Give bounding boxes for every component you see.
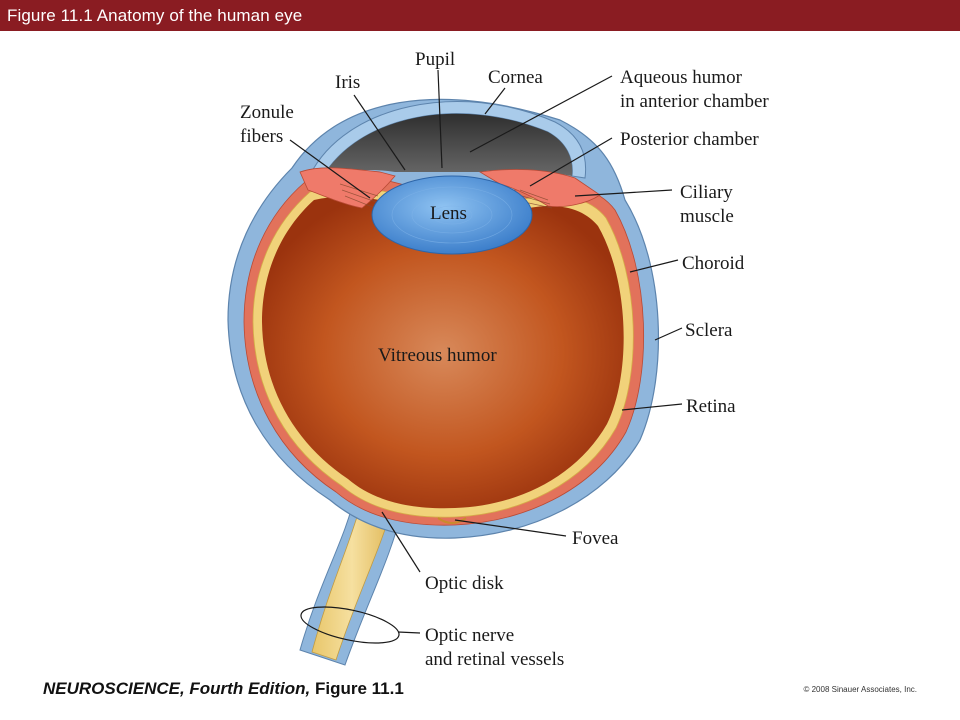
lens (371, 175, 533, 255)
label-ciliary-line1: Ciliary (680, 182, 733, 203)
label-sclera: Sclera (685, 320, 733, 341)
leader-lines (289, 69, 683, 644)
eye-diagram: Pupil Iris Cornea Zonule fibers Aqueous … (227, 49, 769, 670)
label-optic-nerve-line2: and retinal vessels (425, 649, 564, 670)
label-ciliary-line2: muscle (680, 206, 734, 227)
label-retina: Retina (686, 396, 736, 417)
anterior-chamber (322, 113, 573, 178)
optic-nerve (311, 499, 393, 661)
label-aqueous-line1: Aqueous humor (620, 67, 743, 88)
label-fovea: Fovea (572, 528, 619, 549)
label-zonule-line2: fibers (240, 126, 283, 147)
vitreous-humor (262, 196, 624, 509)
label-pupil: Pupil (415, 49, 455, 70)
label-zonule-line1: Zonule (240, 102, 294, 123)
label-cornea: Cornea (488, 67, 543, 88)
label-iris: Iris (335, 72, 360, 93)
label-aqueous-line2: in anterior chamber (620, 91, 769, 112)
footer-book: NEUROSCIENCE, Fourth Edition, (43, 679, 315, 698)
label-lens: Lens (430, 203, 467, 224)
ciliary-body-left (299, 167, 396, 209)
label-posterior-chamber: Posterior chamber (620, 129, 759, 150)
footer-citation: NEUROSCIENCE, Fourth Edition, Figure 11.… (43, 679, 404, 699)
label-vitreous-humor: Vitreous humor (378, 345, 497, 366)
footer-figure: Figure 11.1 (315, 679, 404, 698)
label-optic-nerve-line1: Optic nerve (425, 625, 514, 646)
ciliary-body-right (478, 169, 601, 207)
fovea (437, 517, 467, 524)
page-title: Figure 11.1 Anatomy of the human eye (7, 6, 303, 25)
label-optic-disk: Optic disk (425, 573, 504, 594)
label-choroid: Choroid (682, 253, 745, 274)
header-bar: Figure 11.1 Anatomy of the human eye (0, 0, 960, 31)
footer-copyright: © 2008 Sinauer Associates, Inc. (803, 685, 917, 694)
lens-striations (391, 186, 513, 244)
